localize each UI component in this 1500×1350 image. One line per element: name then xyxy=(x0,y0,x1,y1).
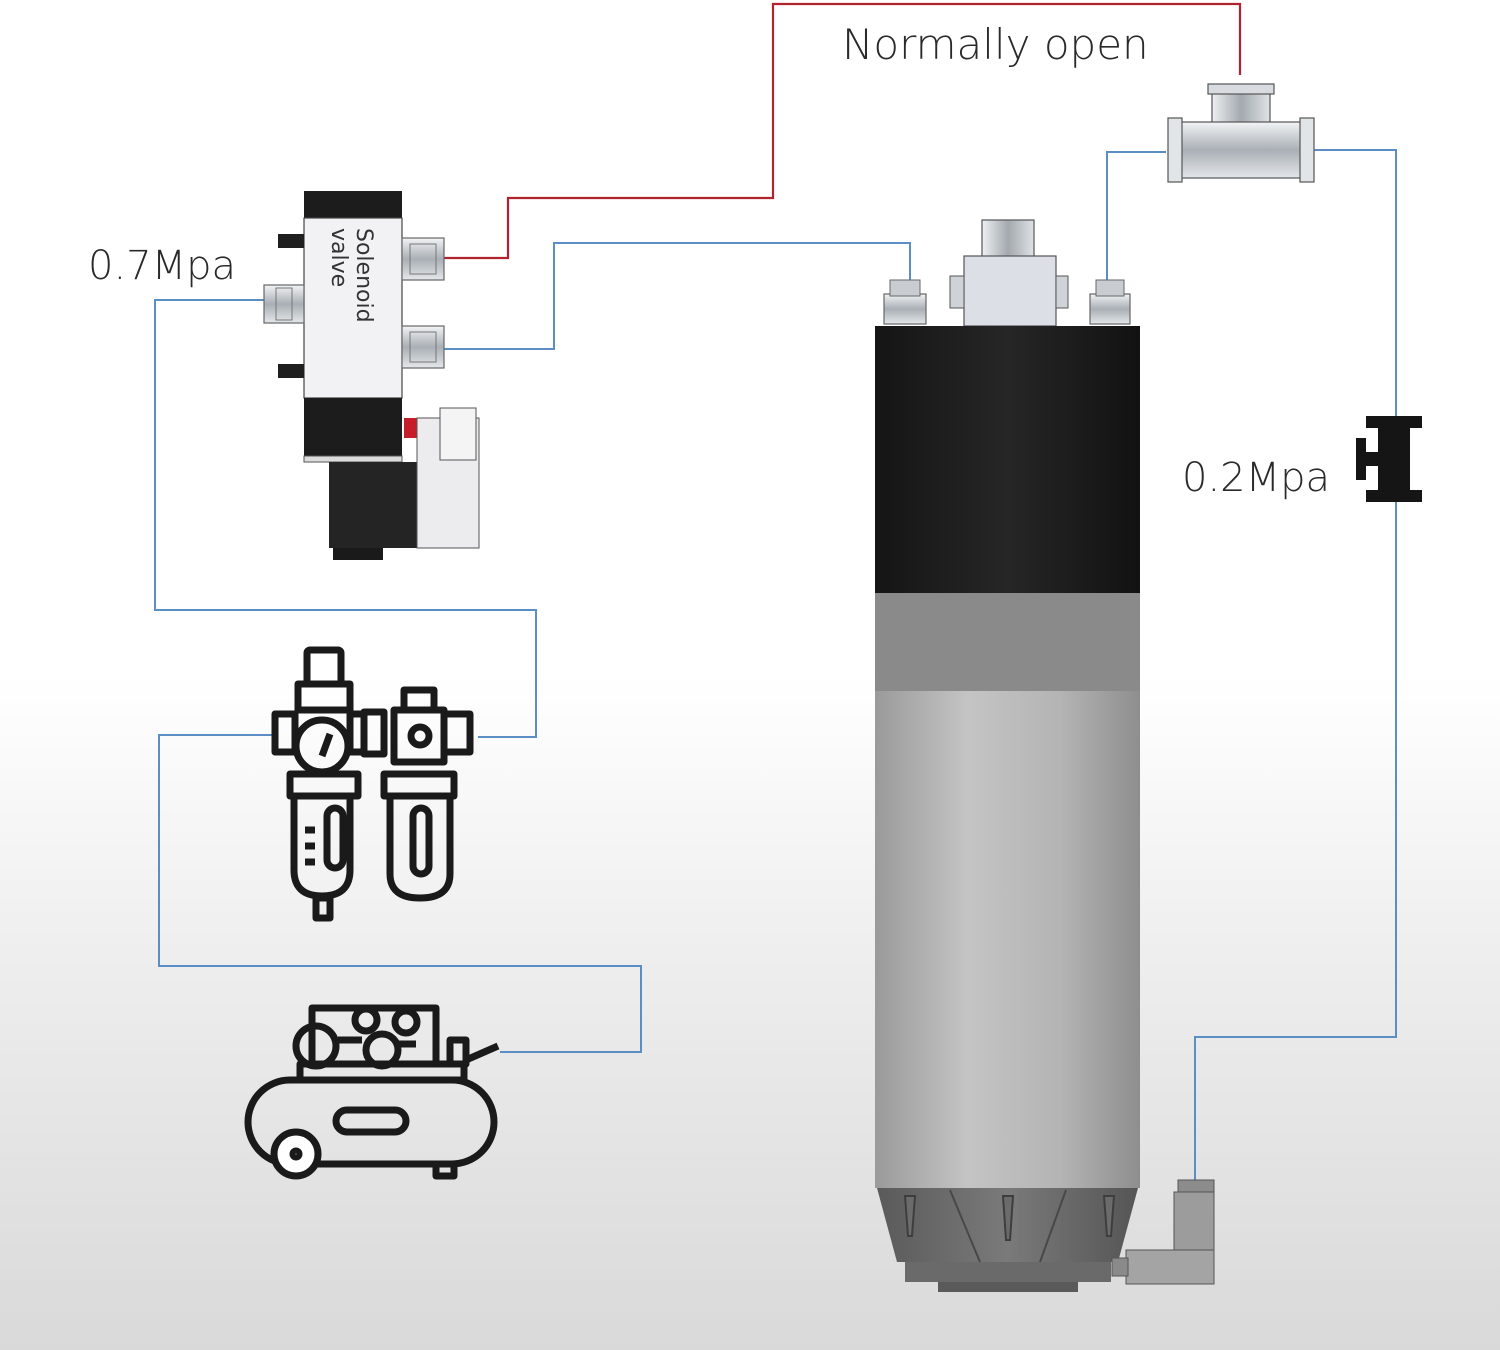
pressure-high-label: 0.7Mpa xyxy=(88,243,237,289)
tee-fitting xyxy=(1167,83,1315,183)
spindle-motor xyxy=(875,219,1140,1292)
signal-line xyxy=(444,2,1242,260)
air-line-tee-to-spindle xyxy=(1106,151,1166,280)
solenoid-valve xyxy=(263,191,480,560)
solenoid-valve-label: Solenoid valve xyxy=(326,228,376,323)
elbow-fitting xyxy=(1111,1179,1215,1285)
normally-open-label: Normally open xyxy=(842,20,1149,69)
check-valve xyxy=(1356,416,1422,502)
filter-regulator-icon xyxy=(271,646,474,922)
pressure-low-label: 0.2Mpa xyxy=(1182,455,1331,501)
air-line-valve-to-spindle xyxy=(444,242,911,350)
air-line-supply-to-filter xyxy=(154,299,537,738)
air-compressor-icon xyxy=(244,1004,500,1180)
air-line-filter-to-compressor xyxy=(158,734,642,1053)
air-line-tee-to-elbow xyxy=(1194,149,1397,1180)
